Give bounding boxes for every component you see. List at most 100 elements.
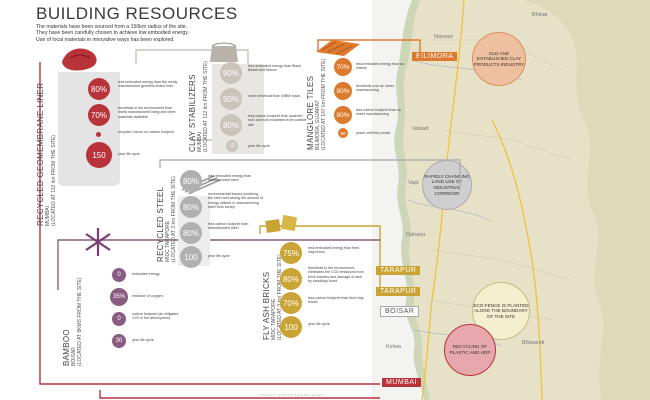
intro-line: They have been carefully chosen to achie… <box>36 30 190 37</box>
note: year life cycle <box>132 338 154 342</box>
note: less carbon footprint than fired clay br… <box>308 296 364 305</box>
stat-circle: 0 <box>112 268 126 282</box>
place-tarapur: TARAPUR <box>376 287 421 296</box>
stat-circle: 80% <box>334 106 352 124</box>
connector-flyash <box>259 225 381 288</box>
tiles-distance: (LOCATED AT 147 km FROM THE SITE) <box>321 58 327 150</box>
intro-line: Use of local materials in innovative way… <box>36 36 175 43</box>
stat-circle: 50 <box>338 128 348 138</box>
intro-text: The materials have been sourced from a 1… <box>36 24 266 43</box>
map-label: Navsari <box>434 34 453 40</box>
geomembrane-label: RECYCLED GEOMEMBRANE LINER MUMBAI (LOCAT… <box>36 83 57 226</box>
connector-tiles <box>317 39 421 60</box>
clay-distance: (LOCATED AT 112 km FROM THE SITE) <box>203 61 209 152</box>
connector-steel <box>159 159 461 190</box>
clay-label: CLAY STABILIZERS MUMBAI (LOCATED AT 112 … <box>188 61 209 152</box>
note: year life cycle <box>248 144 270 148</box>
map-label: Kelwa <box>386 344 401 350</box>
map-label: Dahanu <box>406 232 426 238</box>
note: less embodied energy than ac sheets <box>356 62 404 71</box>
page-title: BUILDING RESOURCES <box>36 4 238 23</box>
geomembrane-title: RECYCLED GEOMEMBRANE LINER <box>36 82 45 226</box>
note: emission of oxygen <box>132 294 163 298</box>
stat-circle: 80% <box>334 82 352 100</box>
stat-circle: 0 <box>112 312 126 326</box>
intro-line: The materials have been sourced from a 1… <box>36 24 188 30</box>
bamboo-title: BAMBOO <box>62 329 71 366</box>
map-label: Vapi <box>408 180 419 186</box>
bamboo-icon <box>85 228 111 256</box>
stat-circle: 70% <box>280 292 302 314</box>
bubble-land-use: RAPIDLY CHANGING LAND USE OF INDUSTRIAL … <box>422 160 472 210</box>
note: less embodied energy than Black Basalt a… <box>248 64 301 73</box>
coast-green <box>394 0 430 400</box>
note: recycled, hence no carbon footprint <box>118 130 175 134</box>
stat-dot <box>96 132 101 137</box>
tiles-title: MANGLORE TILES <box>306 75 315 150</box>
hills <box>522 0 650 400</box>
steel-distance: (LOCATED AT 3 km FROM THE SITE) <box>171 176 177 262</box>
stat-circle: 100 <box>280 316 302 338</box>
bubble-clay-industry: OLD AND ESTABLISHED CLAY PRODUCTS INDUST… <box>472 32 526 86</box>
note: more beneficial than WBM roads <box>248 94 301 98</box>
note: years until they break <box>356 131 391 135</box>
map-label: Bhinar <box>532 12 548 18</box>
note: year life cycle <box>118 152 140 156</box>
connector-mumbai <box>99 390 380 399</box>
clay-title: CLAY STABILIZERS <box>188 74 197 152</box>
stat-circle: 80% <box>220 114 242 136</box>
stat-circle: 70% <box>88 104 110 126</box>
place-boisar: BOISAR <box>380 306 420 317</box>
stat-circle: 80% <box>180 170 202 192</box>
place-bilimora: BILIMORA <box>412 52 458 61</box>
tiles-icon <box>316 40 360 56</box>
stat-circle: 75% <box>280 242 302 264</box>
note: environmental impact (reducing the steel… <box>208 192 263 210</box>
stat-circle: 80% <box>180 222 202 244</box>
geomembrane-distance: (LOCATED AT 112 km FROM THE SITE) <box>51 135 57 226</box>
brick-icon <box>265 214 298 233</box>
bubble-eco-fence: ECO-FENCE IS PLANTED ALONG THE BOUNDARY … <box>472 282 530 340</box>
footer-credit: SANJIT GUPTA ASSOCIATES <box>260 393 324 397</box>
note: less carbon footprint than ac sheet manu… <box>356 108 402 117</box>
stat-circle: 150 <box>86 142 112 168</box>
note: less embodied energy than fired clay bri… <box>308 246 360 255</box>
note: less carbon footprint than manufactured … <box>208 222 249 231</box>
place-mumbai: MUMBAI <box>382 378 421 387</box>
tiles-label: MANGLORE TILES BILIMORA, GUJARAT (LOCATE… <box>306 59 327 150</box>
place-tarapur: TARAPUR <box>376 266 421 275</box>
note: beneficial to the environment than newly… <box>118 106 176 119</box>
note: less carbon footprint than quarried rock… <box>248 114 307 127</box>
region-map: Bhinar Valsad Navsari Bhiwandi Kelwa Vap… <box>372 0 650 400</box>
stat-circle: 80% <box>180 196 202 218</box>
flyash-title: FLY ASH BRICKS <box>262 271 271 340</box>
steel-title: RECYCLED STEEL <box>156 186 165 262</box>
stat-circle: 90% <box>220 62 242 84</box>
map-label: Bhiwandi <box>522 340 545 346</box>
steel-label: RECYCLED STEEL MIDC TARAPORE (LOCATED AT… <box>156 176 177 262</box>
map-label: Valsad <box>412 126 429 132</box>
bubble-recycling: RECYCLING OF PLASTIC AND HDP <box>444 324 496 376</box>
bamboo-label: BAMBOO BOISAR (LOCATED AT 8KMS FROM THE … <box>62 277 83 366</box>
note: beneficial to the environment, eliminate… <box>308 266 364 284</box>
note: carbon footprint (as mitigates CO2 in th… <box>132 312 179 321</box>
note: less embodied energy than manufactured s… <box>208 174 252 183</box>
geomembrane-icon <box>62 48 97 71</box>
stat-circle: 100 <box>180 246 202 268</box>
stat-circle: 35% <box>110 288 128 306</box>
stat-circle: 80% <box>88 78 110 100</box>
stat-circle: 10 <box>226 140 238 152</box>
stat-circle: 80% <box>280 268 302 290</box>
stat-circle: 70% <box>334 58 352 76</box>
clay-sack-icon <box>210 42 238 62</box>
note: year life cycle <box>208 254 230 258</box>
note: beneficial over ac sheet manufacturing <box>356 84 394 93</box>
connector-bamboo <box>57 239 380 290</box>
stat-circle: 50% <box>220 88 242 110</box>
highways <box>421 0 543 400</box>
note: embodied energy <box>132 272 160 276</box>
note: less embodied energy than the newly manu… <box>118 80 178 89</box>
note: year life cycle <box>308 322 330 326</box>
bamboo-distance: (LOCATED AT 8KMS FROM THE SITE) <box>77 277 83 366</box>
